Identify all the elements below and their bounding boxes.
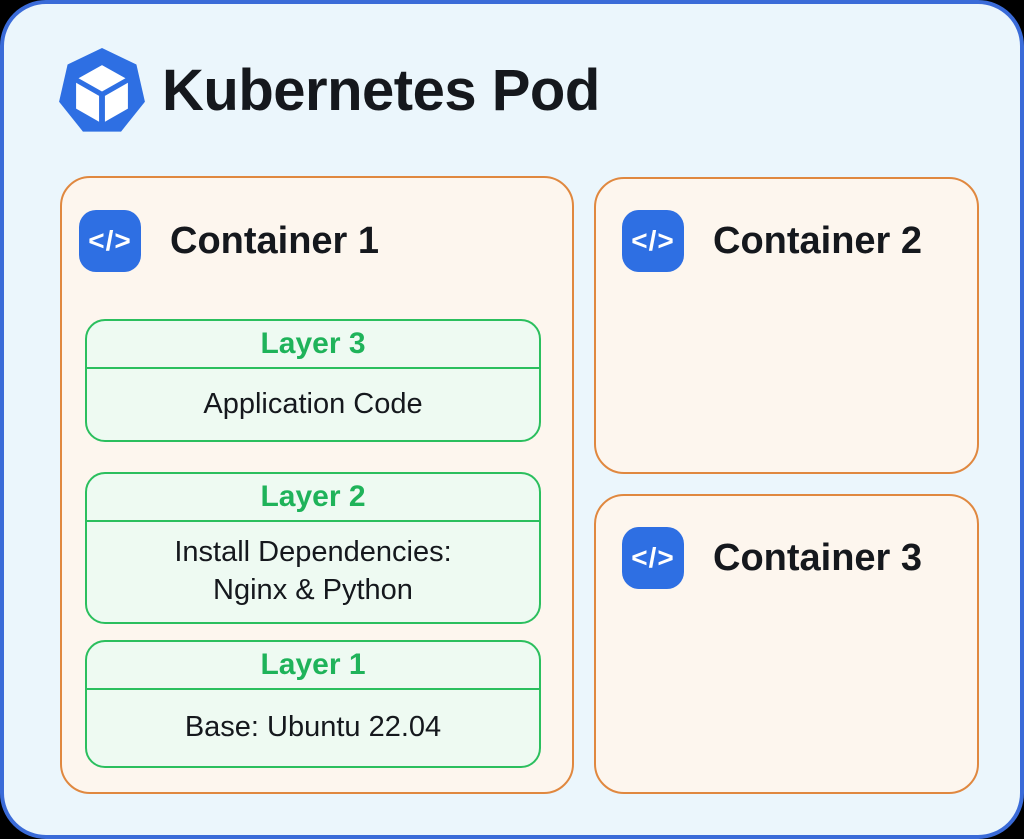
container-3-title: Container 3 <box>713 537 923 579</box>
kubernetes-logo-icon <box>59 47 145 132</box>
layer-stack: Layer 3 Application Code Layer 2 Install… <box>85 319 541 768</box>
layer-1-body: Base: Ubuntu 22.04 <box>184 711 442 744</box>
layer-2-card: Layer 2 Install Dependencies: Nginx & Py… <box>85 472 541 624</box>
code-icon: </> <box>622 527 684 589</box>
container-1: </> Container 1 Layer 3 Application Code… <box>60 176 574 794</box>
container-3-header: </> Container 3 <box>596 496 977 589</box>
layer-2-title: Layer 2 <box>87 474 539 522</box>
container-1-header: </> Container 1 <box>62 178 572 272</box>
container-2: </> Container 2 <box>594 177 979 474</box>
pod-header: Kubernetes Pod <box>58 46 600 136</box>
layer-3-title: Layer 3 <box>87 321 539 369</box>
layer-3-body: Application Code <box>203 387 423 420</box>
layer-1-card: Layer 1 Base: Ubuntu 22.04 <box>85 640 541 768</box>
layer-3-card: Layer 3 Application Code <box>85 319 541 442</box>
container-2-title: Container 2 <box>713 220 923 262</box>
layer-1-title: Layer 1 <box>87 642 539 690</box>
container-1-title: Container 1 <box>170 220 380 262</box>
container-3: </> Container 3 <box>594 494 979 794</box>
code-icon: </> <box>79 210 141 272</box>
container-2-header: </> Container 2 <box>596 179 977 272</box>
code-icon-glyph: </> <box>88 225 132 256</box>
code-icon: </> <box>622 210 684 272</box>
code-icon-glyph: </> <box>631 542 675 573</box>
code-icon-glyph: </> <box>631 225 675 256</box>
pod-title: Kubernetes Pod <box>162 58 600 123</box>
layer-2-body: Install Dependencies: Nginx & Python <box>174 536 452 606</box>
